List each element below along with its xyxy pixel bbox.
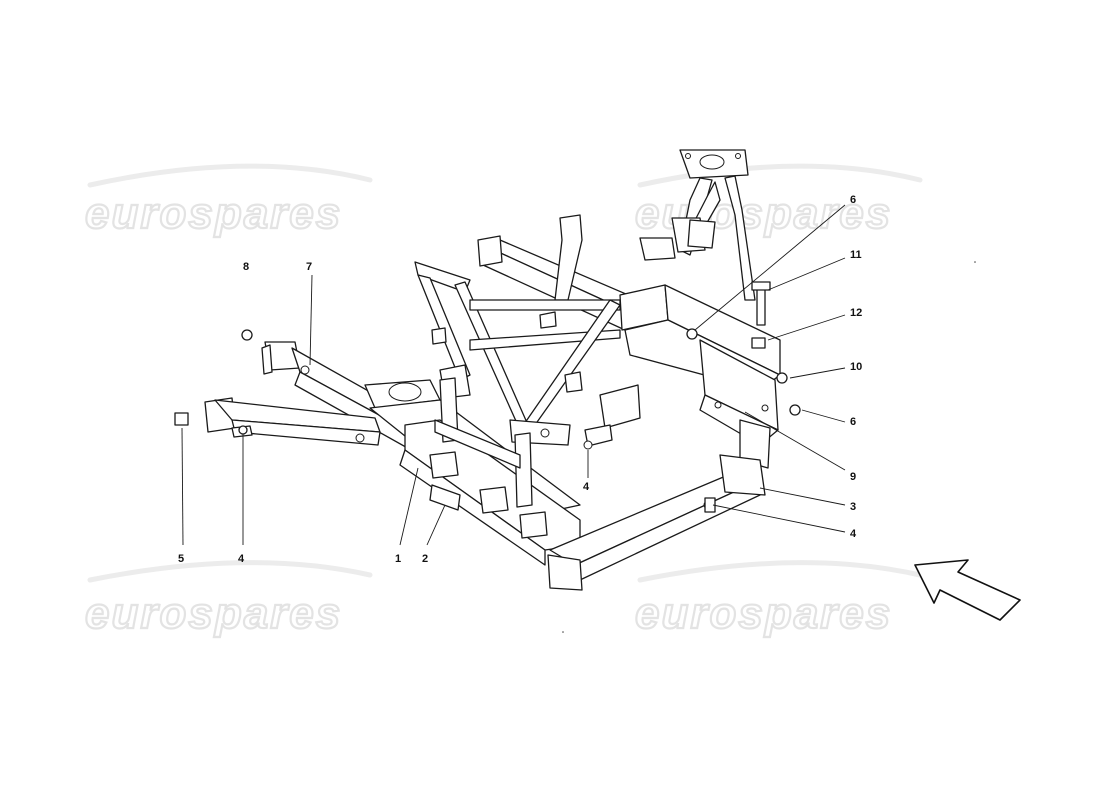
- callout-12: 12: [850, 307, 862, 319]
- callout-10: 10: [850, 361, 862, 373]
- speck: [974, 261, 976, 263]
- fasteners: [174, 281, 801, 513]
- watermark-text: eurospares: [85, 189, 342, 238]
- watermark-bottom-left: eurospares: [84, 560, 373, 639]
- front-crossbar: [547, 454, 766, 591]
- speck: [562, 631, 564, 633]
- callout-4-left: 4: [238, 553, 245, 565]
- watermark-text: eurospares: [85, 589, 342, 638]
- callout-8: 8: [243, 261, 249, 273]
- subframe-drawing: [174, 149, 801, 591]
- callout-6-upper: 6: [850, 194, 856, 206]
- callout-6-lower: 6: [850, 416, 856, 428]
- callout-9: 9: [850, 471, 856, 483]
- watermark-bottom-right: eurospares: [634, 560, 923, 639]
- callout-4-center: 4: [583, 481, 590, 493]
- watermark-top-left: eurospares: [84, 163, 373, 239]
- callout-2: 2: [422, 553, 428, 565]
- callout-numbers: 8 7 6 11 12 10 6 9 3 4 5 4 1 2 4: [178, 194, 862, 565]
- main-side-rail: [364, 379, 581, 566]
- callout-5: 5: [178, 553, 184, 565]
- front-lower-arm: [204, 397, 381, 446]
- x-brace: [414, 261, 621, 446]
- callout-11: 11: [850, 249, 862, 261]
- rear-mount-tower: [639, 149, 756, 301]
- vertical-posts: [434, 377, 533, 508]
- watermark-text: eurospares: [635, 589, 892, 638]
- callout-1: 1: [395, 553, 401, 565]
- callout-3: 3: [850, 501, 856, 513]
- orientation-arrow-icon: [914, 559, 1021, 621]
- leader-lines: [181, 204, 846, 546]
- callout-4-right: 4: [850, 528, 857, 540]
- center-bracket: [583, 384, 641, 450]
- callout-7: 7: [306, 261, 312, 273]
